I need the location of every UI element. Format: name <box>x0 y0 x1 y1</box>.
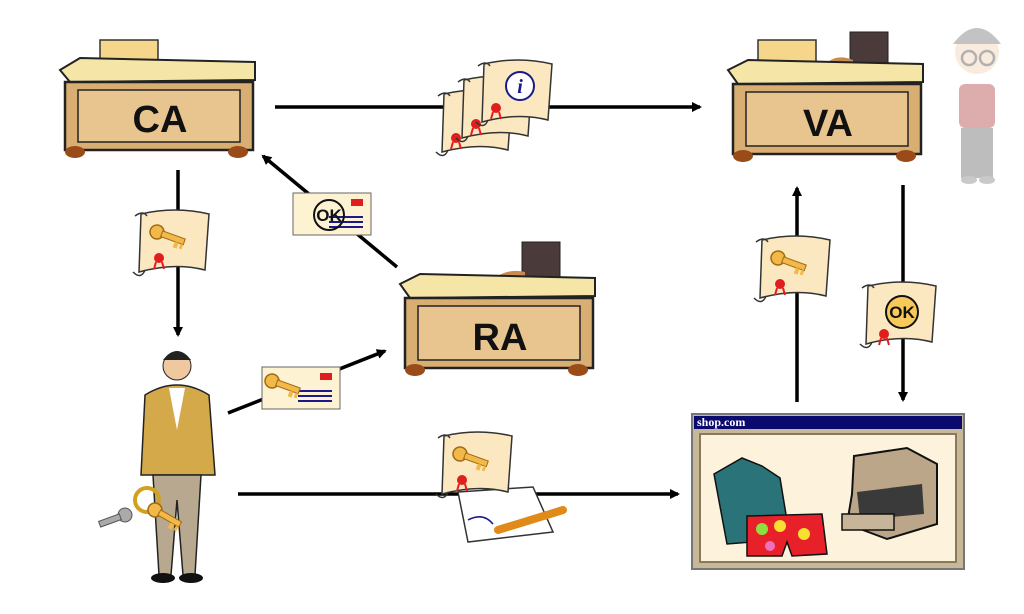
request-envelope-icon <box>261 366 341 410</box>
certificate-scroll-icon <box>132 209 210 277</box>
info-label: i <box>517 76 523 98</box>
ok-scroll-label: OK <box>889 303 915 322</box>
pencil-icon <box>494 506 567 534</box>
stamp-icon <box>521 241 561 283</box>
certificate-scroll-icon <box>753 235 831 303</box>
va-label: VA <box>803 103 853 145</box>
approved-request-envelope-icon: OK <box>292 192 372 236</box>
shop-titlebar <box>694 416 962 429</box>
user-person-icon <box>97 351 216 583</box>
certificate-list-stack-icon: i <box>435 59 553 157</box>
keys-icon <box>97 486 185 534</box>
ca-label: CA <box>133 99 188 141</box>
cash-register-icon <box>841 446 938 541</box>
ok-validation-scroll-icon: OK <box>859 281 937 349</box>
va-desk: VA <box>726 31 924 162</box>
signed-document-icon <box>435 431 567 543</box>
ra-label: RA <box>473 317 528 359</box>
ca-desk: CA <box>58 39 256 158</box>
ok-envelope-label: OK <box>316 206 342 225</box>
shop-window: shop.com <box>691 413 965 570</box>
mascot-logo <box>953 28 1001 184</box>
ra-desk: RA <box>398 241 596 376</box>
info-icon <box>505 71 535 101</box>
shop-title: shop.com <box>697 415 745 429</box>
